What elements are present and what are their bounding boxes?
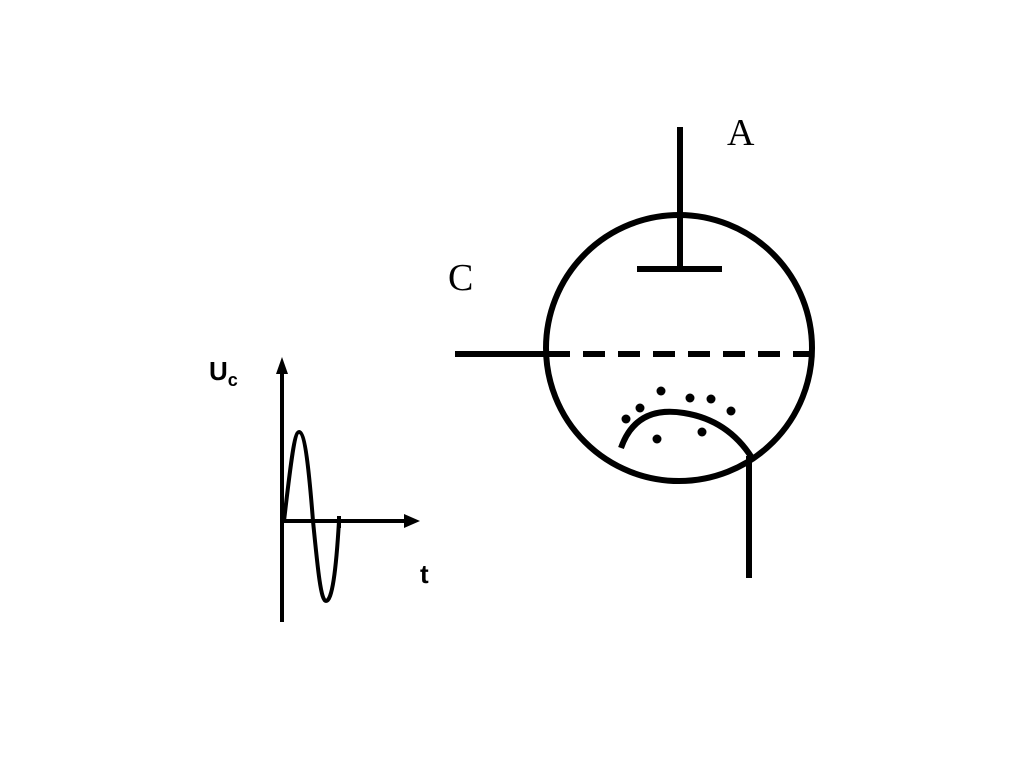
anode-label: A	[727, 112, 755, 154]
y-axis-arrow-icon	[276, 357, 288, 374]
signal-plot: Uc t	[209, 356, 429, 622]
voltage-subscript: c	[228, 370, 238, 390]
electron-dot	[621, 414, 631, 424]
sine-wave	[282, 429, 341, 604]
electron-dot	[697, 427, 707, 437]
voltage-symbol: U	[209, 356, 228, 386]
cathode-filament	[618, 408, 755, 460]
grid-label: C	[448, 257, 473, 299]
voltage-axis-label: Uc	[209, 356, 238, 390]
electron-dot	[706, 394, 716, 404]
x-axis-arrow-icon	[404, 514, 420, 528]
electron-dot	[685, 393, 695, 403]
electron-dot	[635, 403, 645, 413]
electron-dot	[652, 434, 662, 444]
electron-dot	[726, 406, 736, 416]
time-axis-label: t	[420, 559, 429, 589]
triode-tube: A C	[448, 112, 815, 578]
electron-cloud	[621, 386, 736, 444]
electron-dot	[656, 386, 666, 396]
